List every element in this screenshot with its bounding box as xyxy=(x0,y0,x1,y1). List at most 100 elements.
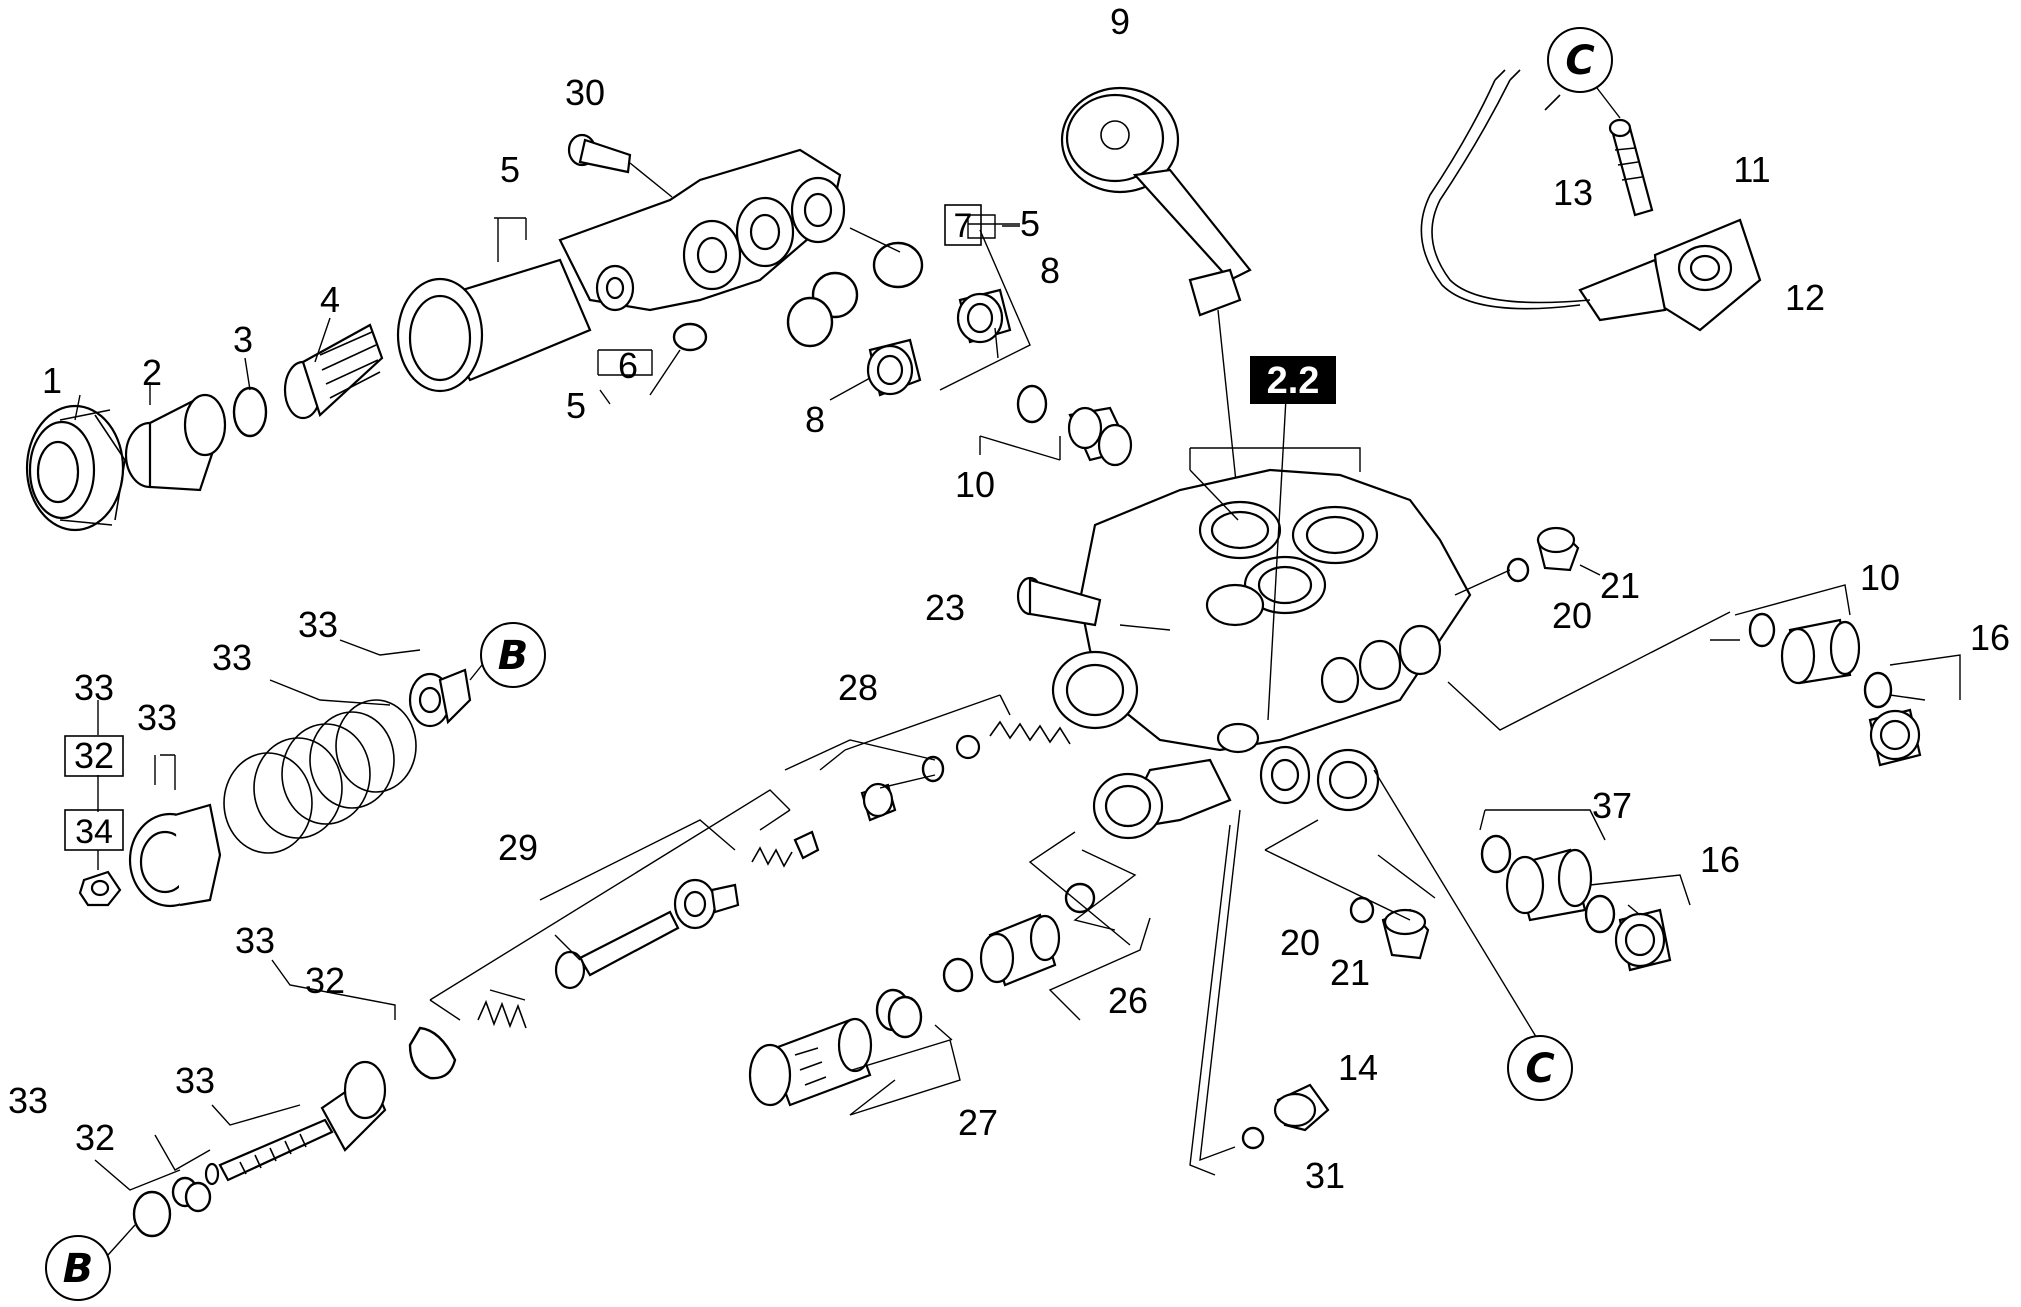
part-7-o-ring xyxy=(872,241,924,289)
connector-c-top: C xyxy=(1547,27,1621,119)
part-20-o-ring-lower xyxy=(1349,896,1375,924)
callout-13: 13 xyxy=(1553,172,1593,213)
part-37-o-ring xyxy=(1480,834,1512,874)
box-7 xyxy=(944,204,982,246)
part-10-o-ring-right xyxy=(1748,612,1776,648)
callout-20b: 20 xyxy=(1280,922,1320,963)
callout-8a: 8 xyxy=(1040,250,1060,291)
callout-20a: 20 xyxy=(1552,595,1592,636)
part-16-o-ring-right xyxy=(1863,671,1893,709)
part-33-nut-upper xyxy=(408,668,472,728)
callout-31: 31 xyxy=(1305,1155,1345,1196)
part-6-o-ring xyxy=(672,322,708,352)
callout-7: 7 xyxy=(954,207,973,245)
callout-14: 14 xyxy=(1338,1047,1378,1088)
callout-3: 3 xyxy=(233,319,253,360)
part-16-plug-right xyxy=(1868,708,1922,767)
callout-33c: 33 xyxy=(74,667,114,708)
svg-text:C: C xyxy=(1565,38,1594,84)
part-28-spring xyxy=(989,720,1071,745)
part-11-cable xyxy=(1420,69,1591,310)
callout-5a: 5 xyxy=(500,149,520,190)
callout-33e: 33 xyxy=(235,920,275,961)
part-3-o-ring xyxy=(232,386,268,438)
connector-b-bottom: B xyxy=(45,1224,136,1301)
svg-text:2.2: 2.2 xyxy=(1267,360,1320,402)
callout-37: 37 xyxy=(1592,785,1632,826)
part-32-o-ring xyxy=(132,1190,172,1238)
part-20-o-ring-upper xyxy=(1506,557,1530,583)
callout-8b: 8 xyxy=(805,399,825,440)
part-33-large-spring xyxy=(223,699,417,854)
callout-6: 6 xyxy=(618,345,638,386)
callout-10a: 10 xyxy=(955,464,995,505)
part-14-plug xyxy=(1273,1083,1330,1132)
part-23-bolt xyxy=(1016,576,1102,627)
callout-28: 28 xyxy=(838,667,878,708)
part-33-o-ring-small-b xyxy=(184,1181,212,1213)
svg-text:C: C xyxy=(1525,1046,1554,1092)
part-34-nut xyxy=(78,870,122,907)
part-31-o-ring xyxy=(1241,1126,1265,1150)
callout-1: 1 xyxy=(42,360,62,401)
part-16-plug-lower xyxy=(1614,908,1672,972)
callout-numbers: 1 2 3 4 5 5 5 6 7 8 8 9 10 10 11 12 13 1… xyxy=(8,1,2010,1196)
connector-c-bottom: C xyxy=(1507,1035,1573,1101)
callout-26: 26 xyxy=(1108,980,1148,1021)
connector-b-top: B xyxy=(469,622,546,688)
part-29-spring-a xyxy=(751,846,793,868)
callout-12: 12 xyxy=(1785,277,1825,318)
part-8-valve-lower xyxy=(866,338,922,397)
part-29-spring-b xyxy=(477,999,527,1029)
callout-34: 34 xyxy=(75,813,113,851)
part-10-o-ring xyxy=(1016,384,1048,424)
part-12-sensor-body xyxy=(1578,218,1762,332)
part-33-spring-cup xyxy=(128,803,222,908)
part-33-pressure-valve xyxy=(204,1060,387,1186)
callout-21b: 21 xyxy=(1330,952,1370,993)
callout-16b: 16 xyxy=(1700,839,1740,880)
part-29-valve-cone xyxy=(793,830,820,860)
part-26-valve-sleeve xyxy=(979,913,1061,987)
callout-33g: 33 xyxy=(8,1080,48,1121)
svg-text:B: B xyxy=(498,633,529,679)
callout-16a: 16 xyxy=(1970,617,2010,658)
callout-27: 27 xyxy=(958,1102,998,1143)
callout-33a: 33 xyxy=(298,604,338,645)
callout-10b: 10 xyxy=(1860,557,1900,598)
part-4-filter xyxy=(283,323,384,420)
callout-33f: 33 xyxy=(175,1060,215,1101)
callout-29: 29 xyxy=(498,827,538,868)
section-label-2-2: 2.2 xyxy=(1250,356,1336,404)
part-30-screw xyxy=(567,133,673,198)
part-16-o-ring-lower xyxy=(1584,894,1616,934)
callout-2: 2 xyxy=(142,352,162,393)
part-21-plug-lower xyxy=(1381,908,1430,960)
part-9-pressure-gauge xyxy=(1060,86,1252,521)
callout-33b: 33 xyxy=(212,637,252,678)
part-26-o-ring-a xyxy=(1064,882,1096,914)
part-2-fitting xyxy=(124,393,227,492)
callout-32b: 32 xyxy=(305,960,345,1001)
part-28-seat xyxy=(860,782,897,822)
callout-21a: 21 xyxy=(1600,565,1640,606)
pump-body xyxy=(1051,468,1472,840)
callout-33d: 33 xyxy=(137,697,177,738)
callout-5b: 5 xyxy=(1020,203,1040,244)
part-10-valve-right xyxy=(1780,618,1861,685)
leader-lines xyxy=(94,214,1961,1191)
callout-4: 4 xyxy=(320,279,340,320)
part-5-pump-head xyxy=(558,148,846,312)
part-29-nut xyxy=(673,878,740,930)
callout-9: 9 xyxy=(1110,1,1130,42)
part-29-piston xyxy=(554,910,680,990)
part-27-valve-stem xyxy=(748,1017,873,1107)
part-21-plug-upper xyxy=(1536,526,1580,572)
callout-5c: 5 xyxy=(566,385,586,426)
part-10-valve-insert xyxy=(1067,406,1133,467)
part-27-o-ring-b xyxy=(887,995,923,1039)
callout-23: 23 xyxy=(925,587,965,628)
part-28-o-ring xyxy=(921,755,945,783)
part-26-o-ring-b xyxy=(942,957,974,993)
